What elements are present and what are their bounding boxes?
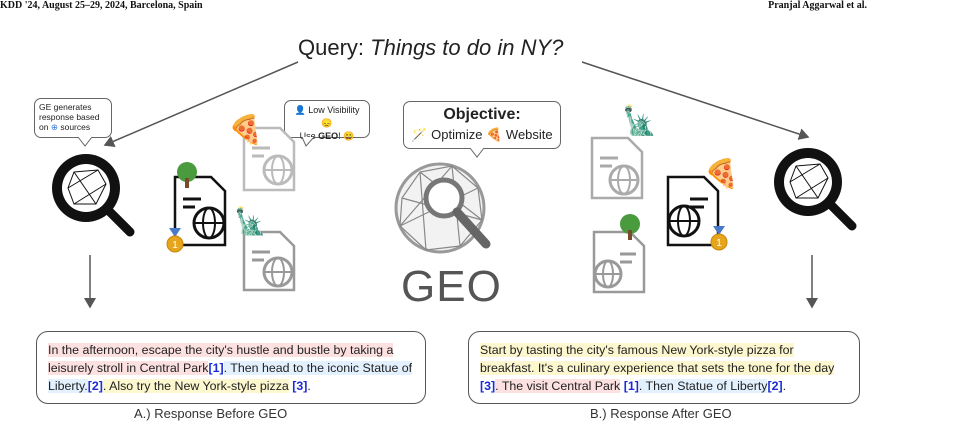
arrow-query-right — [581, 61, 810, 140]
arrow-query-left — [103, 61, 299, 147]
resp-b-seg3: . Then Statue of Liberty — [638, 379, 768, 393]
ge-callout-line3-post: sources — [60, 122, 91, 132]
website-document-faded-icon — [242, 126, 296, 192]
response-before-geo: In the afternoon, escape the city's hust… — [36, 331, 426, 404]
sad-face-icon: 😞 — [321, 118, 333, 128]
resp-a-citation-2: [2] — [87, 379, 103, 393]
website-document-pizza-icon — [173, 175, 227, 247]
caption-after-geo: B.) Response After GEO — [590, 406, 732, 421]
website-document-liberty-icon — [242, 230, 296, 292]
statue-of-liberty-icon: 🗽 — [622, 105, 657, 136]
website-document-liberty-faded-icon — [590, 136, 644, 200]
person-icon: 👤 — [294, 105, 306, 115]
website-document-park-icon — [592, 230, 646, 294]
resp-a-seg3: . Also try the New York-style pizza — [102, 379, 289, 393]
medal-number: 1 — [172, 240, 178, 251]
statue-of-liberty-icon: 🗽 — [234, 206, 267, 236]
tree-icon — [177, 162, 197, 188]
ge-callout-line3: on ⊕ sources — [39, 122, 107, 132]
geo-magnifier-globe-icon — [394, 162, 491, 254]
caption-before-geo: A.) Response Before GEO — [134, 406, 288, 421]
resp-a-citation-3: [3] — [292, 379, 308, 393]
website-document-pizza-optimized-icon — [666, 175, 720, 247]
ge-callout-line3-pre: on — [39, 122, 49, 132]
happy-face-icon: 😄 — [343, 131, 355, 141]
objective-subtitle: 🪄 Optimize 🍕 Website — [404, 127, 560, 143]
lowvis-bang: ! — [338, 131, 341, 141]
lowvis-line1: 👤 Low Visibility 😞 — [290, 104, 364, 130]
objective-website: Website — [505, 127, 553, 142]
resp-a-seg4: . — [307, 379, 311, 393]
lowvis-line1-text: Low Visibility — [308, 105, 360, 115]
resp-b-seg4: . — [782, 379, 787, 393]
resp-b-citation-3: [2] — [767, 379, 783, 393]
ge-callout-line2: response based — [39, 112, 100, 122]
lowvis-line2: Use GEO! 😄 — [290, 130, 364, 143]
query-text: Things to do in NY? — [370, 35, 564, 60]
ge-logo-right-icon — [774, 148, 857, 231]
globe-icon: ⊕ — [50, 122, 58, 132]
medal-number: 1 — [716, 238, 722, 249]
geo-label: GEO — [401, 262, 502, 311]
resp-b-citation-2: [1] — [623, 379, 639, 393]
wand-icon: 🪄 — [411, 127, 428, 142]
objective-title: Objective: — [443, 106, 521, 123]
resp-b-seg1: Start by tasting the city's famous New Y… — [480, 343, 835, 375]
tree-icon — [620, 214, 640, 240]
page-header-left: KDD '24, August 25–29, 2024, Barcelona, … — [0, 0, 203, 11]
objective-callout-tail — [469, 147, 485, 158]
pizza-icon: 🍕 — [486, 127, 503, 142]
first-place-medal-icon: 1 — [166, 228, 184, 253]
objective-callout: Objective: 🪄 Optimize 🍕 Website — [403, 101, 561, 149]
low-visibility-callout: 👤 Low Visibility 😞 Use GEO! 😄 — [284, 100, 370, 141]
page-header-right: Pranjal Aggarwal et al. — [768, 0, 867, 11]
query-prefix: Query: — [298, 35, 371, 60]
lowvis-use: Use — [299, 131, 316, 141]
resp-a-citation-1: [1] — [208, 361, 224, 375]
response-after-geo: Start by tasting the city's famous New Y… — [468, 331, 860, 404]
pizza-icon: 🍕 — [228, 114, 263, 145]
objective-optimize: Optimize — [431, 127, 483, 142]
pizza-icon: 🍕 — [704, 158, 739, 189]
lowvis-callout-tail — [301, 136, 315, 147]
resp-b-seg2: . The visit Central Park — [495, 379, 621, 393]
ge-callout: GE generates response based on ⊕ sources — [34, 98, 112, 138]
ge-logo-left-icon — [52, 154, 135, 237]
query-title: Query: Things to do in NY? — [298, 35, 563, 61]
ge-callout-line1: GE generates — [39, 102, 92, 112]
resp-b-citation-1: [3] — [480, 379, 496, 393]
ge-callout-tail — [77, 136, 93, 147]
lowvis-geo: GEO — [318, 131, 339, 141]
first-place-medal-icon: 1 — [710, 226, 728, 251]
